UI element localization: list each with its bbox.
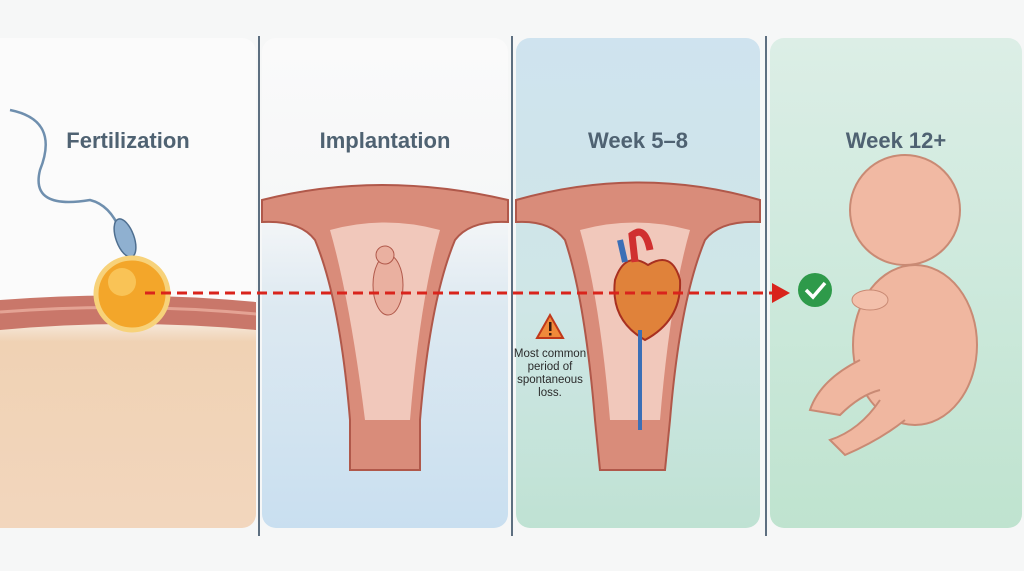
check-circle-icon xyxy=(798,273,832,307)
divider xyxy=(258,36,260,536)
warning-triangle-icon xyxy=(535,312,565,339)
sperm-tail xyxy=(9,108,122,231)
arrow-head-icon xyxy=(772,283,790,303)
stage-title: Week 12+ xyxy=(845,128,947,153)
fetus-illustration xyxy=(808,154,978,457)
sperm-head xyxy=(113,218,137,258)
divider xyxy=(765,36,767,536)
warning-note: Most common period of spontaneous loss. xyxy=(513,348,587,399)
uterus-illustration xyxy=(261,184,509,471)
stage-title: Week 5–8 xyxy=(588,128,688,153)
egg-cell xyxy=(93,255,171,333)
divider xyxy=(511,36,513,536)
heart-illustration xyxy=(613,228,682,430)
stage-title: Fertilization xyxy=(66,128,190,153)
stage-title: Implantation xyxy=(319,128,451,153)
